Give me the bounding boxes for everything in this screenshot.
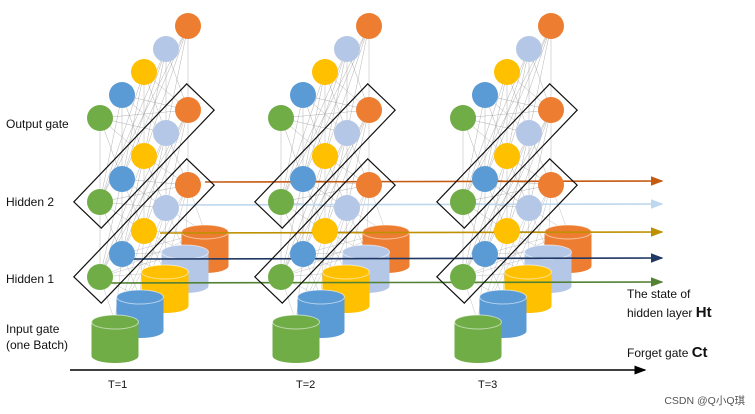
weight-line [280,109,370,119]
hidden-state-arrow [179,199,664,209]
neuron [356,13,382,39]
input-gate-label: Input gate [6,322,60,336]
neuron [472,166,498,192]
output-gate-label: Output gate [6,117,69,131]
forget-gate-label: Forget gate Ct [627,345,708,361]
weight-line [280,184,370,203]
neuron [153,195,179,221]
neuron [450,189,476,215]
time-step-2: T=2 [296,379,316,391]
neuron [450,105,476,131]
neuron [268,264,294,290]
neuron [312,143,338,169]
neuron [334,195,360,221]
layer-box [253,83,397,229]
weight-line [99,109,189,119]
time-step-3: T=3 [478,379,498,391]
neuron [87,189,113,215]
state-label-text: hidden layer [627,306,693,320]
neuron [334,120,360,146]
neuron [109,241,135,267]
hidden2-label: Hidden 2 [6,195,55,209]
neuron [494,59,520,85]
batch-cylinder [454,314,502,363]
hidden-state-arrow [204,176,664,186]
neuron [87,105,113,131]
neuron [290,82,316,108]
state-symbol: Ht [695,304,712,321]
neuron [109,82,135,108]
neuron [175,172,201,198]
neuron [356,172,382,198]
state-arrows [107,176,664,287]
neuron [109,166,135,192]
neuron [450,264,476,290]
layer-box [72,83,216,229]
input-gate-batch-label: (one Batch) [6,338,69,352]
neuron [290,166,316,192]
hidden1-label: Hidden 1 [6,272,55,286]
neuron [516,120,542,146]
neuron [312,218,338,244]
neuron [472,241,498,267]
neuron [175,13,201,39]
neuron [494,143,520,169]
hidden-state-arrow [107,277,664,287]
neuron [538,172,564,198]
layer-box [435,158,579,304]
batch-cylinder [322,264,370,313]
layer-box [72,158,216,304]
weight-line [462,184,552,203]
batch-cylinder [91,314,139,363]
neuron [153,36,179,62]
neuron [268,105,294,131]
state-label-line2: hidden layer Ht [627,305,712,321]
neuron [131,59,157,85]
layer-box [435,83,579,229]
neuron [131,143,157,169]
neuron [494,218,520,244]
neuron [472,82,498,108]
neuron [312,59,338,85]
layer-boxes [72,83,579,304]
neurons [87,13,564,290]
neuron [175,97,201,123]
layer-box [253,158,397,304]
neuron [153,120,179,146]
neuron [516,36,542,62]
watermark: CSDN @Q小Q琪 [664,395,745,407]
neuron [356,97,382,123]
neuron [538,13,564,39]
time-step-1: T=1 [108,379,128,391]
state-label-line1: The state of [627,287,691,301]
weight-line [99,184,189,203]
weight-line [462,109,552,119]
forget-gate-text: Forget gate [627,346,689,360]
neuron [268,189,294,215]
neuron [290,241,316,267]
neuron [334,36,360,62]
neuron [87,264,113,290]
hidden-state-arrow [159,227,664,237]
neuron [538,97,564,123]
neuron [131,218,157,244]
hidden-state-arrow [132,253,664,263]
batch-cylinder [272,314,320,363]
forget-symbol: Ct [691,344,708,361]
neuron [516,195,542,221]
